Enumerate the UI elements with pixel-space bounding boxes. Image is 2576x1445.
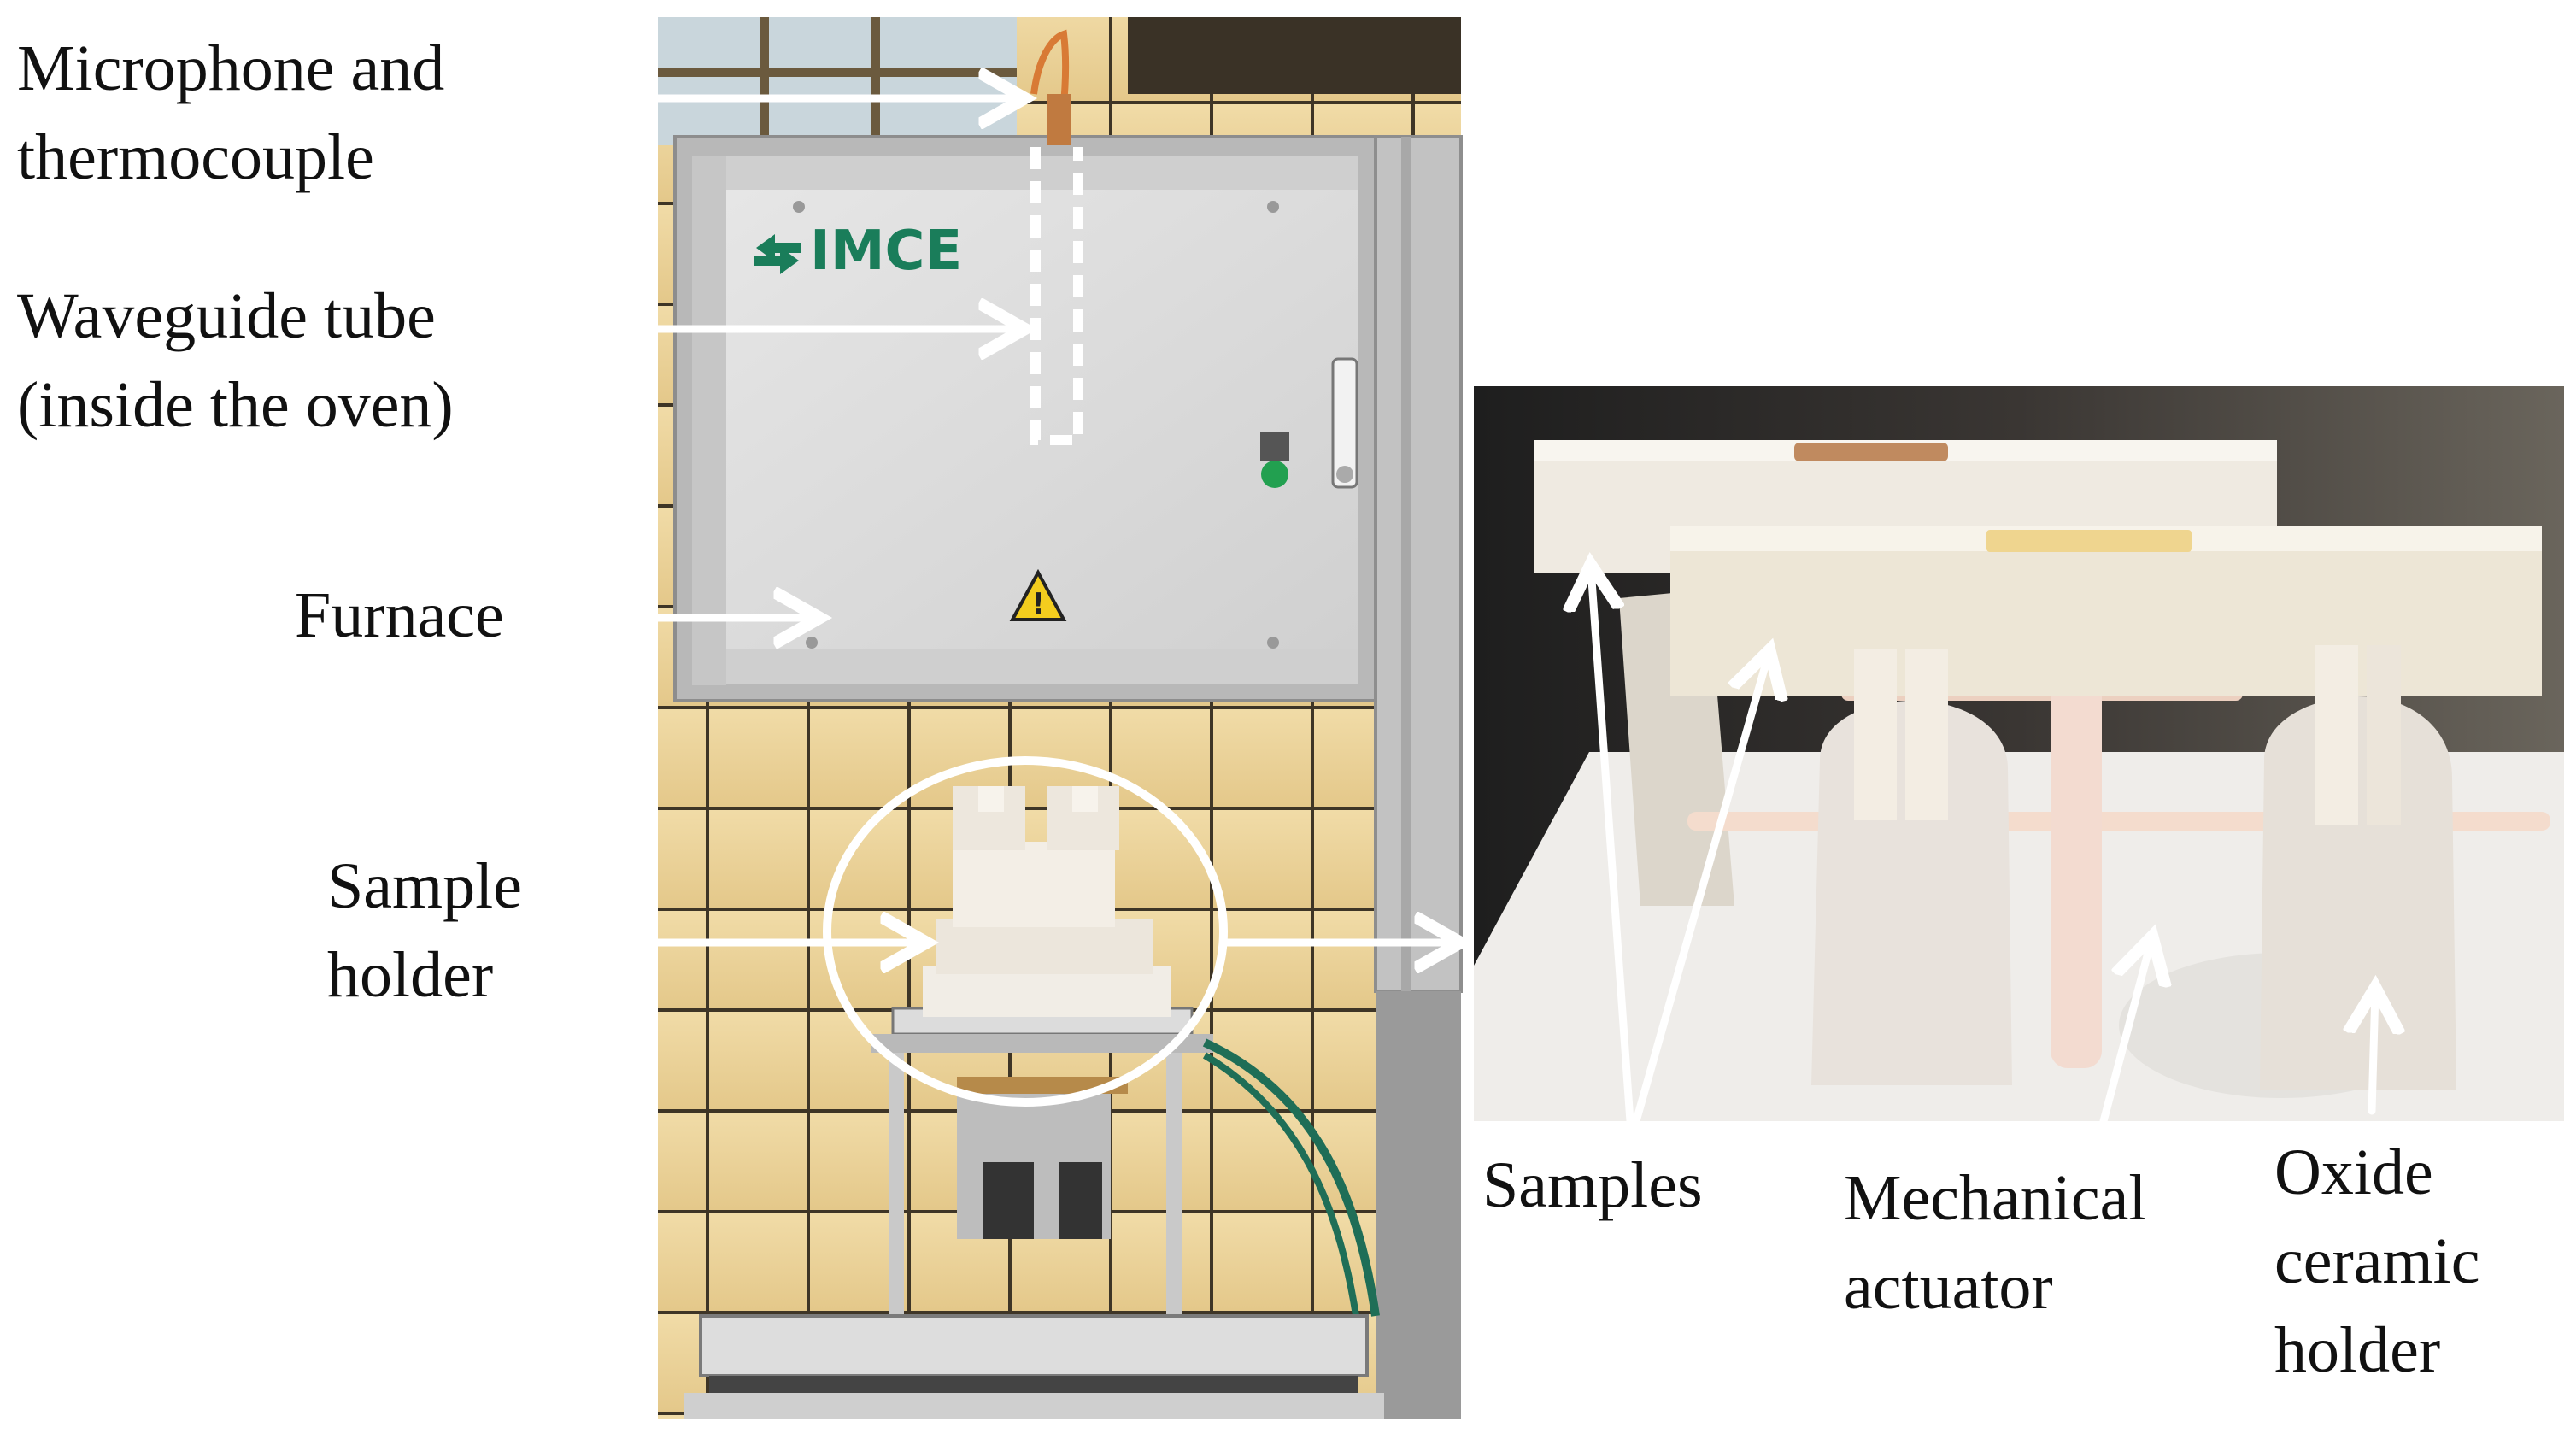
- label-actuator-line2: actuator: [1844, 1251, 2053, 1323]
- label-oxide-line1: Oxide: [2274, 1137, 2433, 1208]
- warning-icon: !: [1009, 568, 1067, 621]
- arrow-sample-front: [1632, 654, 1769, 1125]
- sample-closeup-photo: [1474, 386, 2564, 1121]
- furnace-panel: [726, 190, 1358, 649]
- annotation-arrows: [654, 98, 2375, 1125]
- sample-holder-assembly: [871, 786, 1380, 1334]
- label-samples: Samples: [1482, 1149, 1703, 1221]
- highlight-circle: [823, 756, 1228, 1107]
- label-furnace: Furnace: [295, 579, 504, 651]
- imce-logo: IMCE: [754, 220, 962, 283]
- label-sample-holder-line1: Sample: [327, 850, 522, 922]
- furnace-photo: IMCE !: [658, 17, 1463, 1419]
- label-oxide-line2: ceramic: [2274, 1225, 2480, 1297]
- label-microphone-line2: thermocouple: [17, 121, 374, 193]
- label-sample-holder-line2: holder: [327, 939, 494, 1011]
- oxide-holder: [2260, 696, 2456, 1090]
- waveguide-outline: [1030, 147, 1083, 445]
- label-actuator-line1: Mechanical: [1844, 1162, 2147, 1234]
- arrow-sample-back: [1591, 568, 1634, 1125]
- green-lamp-icon: [1261, 461, 1288, 488]
- label-oxide-line3: holder: [2274, 1314, 2441, 1386]
- label-waveguide-line1: Waveguide tube: [17, 280, 436, 352]
- svg-text:!: !: [1031, 587, 1045, 621]
- label-waveguide-line2: (inside the oven): [17, 369, 454, 441]
- arrow-oxide-holder: [2372, 991, 2375, 1115]
- logo-text: IMCE: [810, 220, 962, 283]
- label-microphone-line1: Microphone and: [17, 32, 445, 104]
- arrow-actuator: [2099, 940, 2151, 1125]
- actuator-rod: [2051, 675, 2102, 1068]
